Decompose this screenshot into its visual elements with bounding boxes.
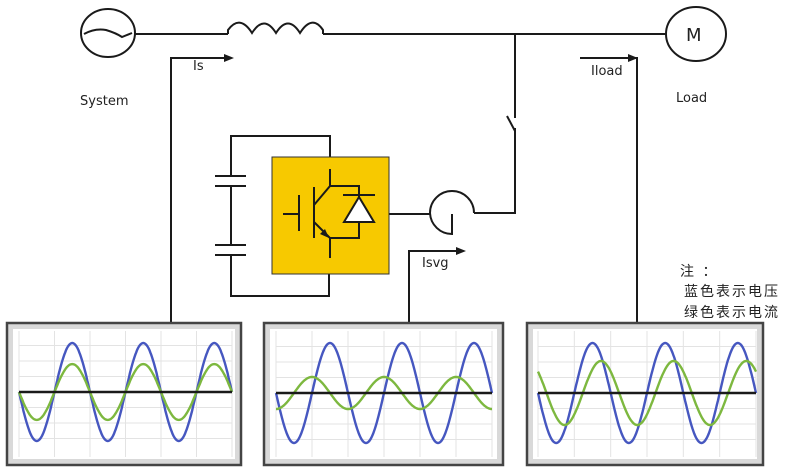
chart-isvg	[262, 321, 505, 467]
isvg-label: Isvg	[422, 256, 449, 271]
is-label: Is	[193, 59, 204, 74]
reactor-icon	[428, 190, 475, 236]
diode-icon	[330, 185, 376, 239]
isvg-measurement: Isvg	[408, 247, 466, 322]
current-series	[536, 359, 758, 427]
converter-igbt-block	[271, 156, 390, 275]
arrow-icon	[456, 247, 466, 255]
current-series	[276, 375, 492, 411]
note-current-green: 绿色表示电流	[684, 304, 780, 321]
note-voltage-blue: 蓝色表示电压	[684, 283, 780, 300]
inductor-icon	[227, 21, 324, 35]
note-title: 注 ：	[680, 264, 718, 280]
capacitor-dc-link	[215, 135, 331, 297]
arrow-icon	[224, 54, 234, 62]
system-source-icon	[80, 8, 136, 58]
legend-note: 注 ： 蓝色表示电压 绿色表示电流	[680, 264, 780, 321]
chart-is	[5, 321, 243, 467]
motor-icon	[665, 6, 727, 62]
iload-measurement: Iload	[580, 54, 638, 322]
switch-branch	[474, 34, 516, 214]
chart-iload	[525, 321, 765, 467]
motor-label: M	[686, 25, 702, 46]
system-label: System	[80, 94, 128, 109]
is-measurement: Is	[170, 54, 234, 322]
arrow-icon	[628, 54, 638, 62]
switch-icon	[506, 115, 516, 132]
iload-label: Iload	[591, 64, 623, 79]
waveform-charts	[5, 321, 765, 467]
load-label: Load	[676, 91, 707, 106]
